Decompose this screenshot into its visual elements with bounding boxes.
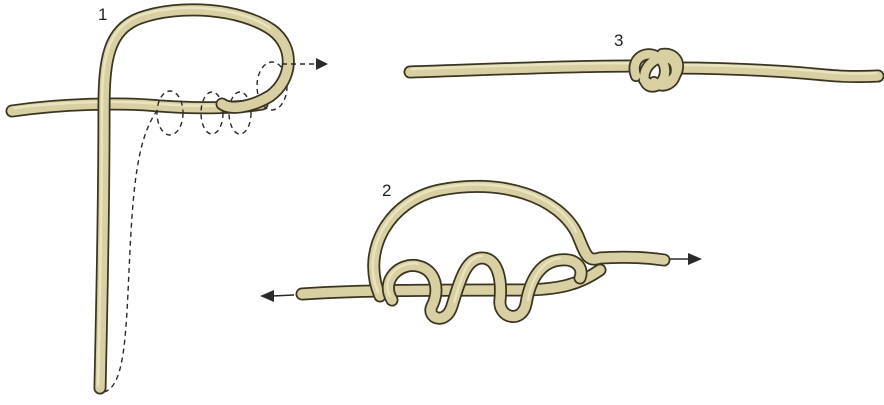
step-2-figure: [260, 184, 702, 318]
step-3-figure: [410, 54, 878, 87]
step-1-figure: [12, 8, 328, 392]
step-2-right-arrow-head: [688, 253, 702, 265]
step-3-left-rope: [410, 63, 634, 72]
step-1-label: 1: [98, 6, 107, 23]
step-2-loop-rope: [373, 184, 664, 296]
step-1-loop-rope: [98, 8, 288, 388]
step-3-right-rope: [676, 65, 878, 77]
step-2-left-arrow-head: [260, 290, 274, 302]
step-2-label: 2: [382, 182, 391, 199]
step-3-knot: [635, 54, 678, 87]
step-1-dashed-path: [104, 104, 162, 392]
step-3-label: 3: [614, 32, 623, 49]
step-2-left-arrow-line: [272, 295, 294, 296]
step-1-arrow-head: [316, 58, 328, 70]
